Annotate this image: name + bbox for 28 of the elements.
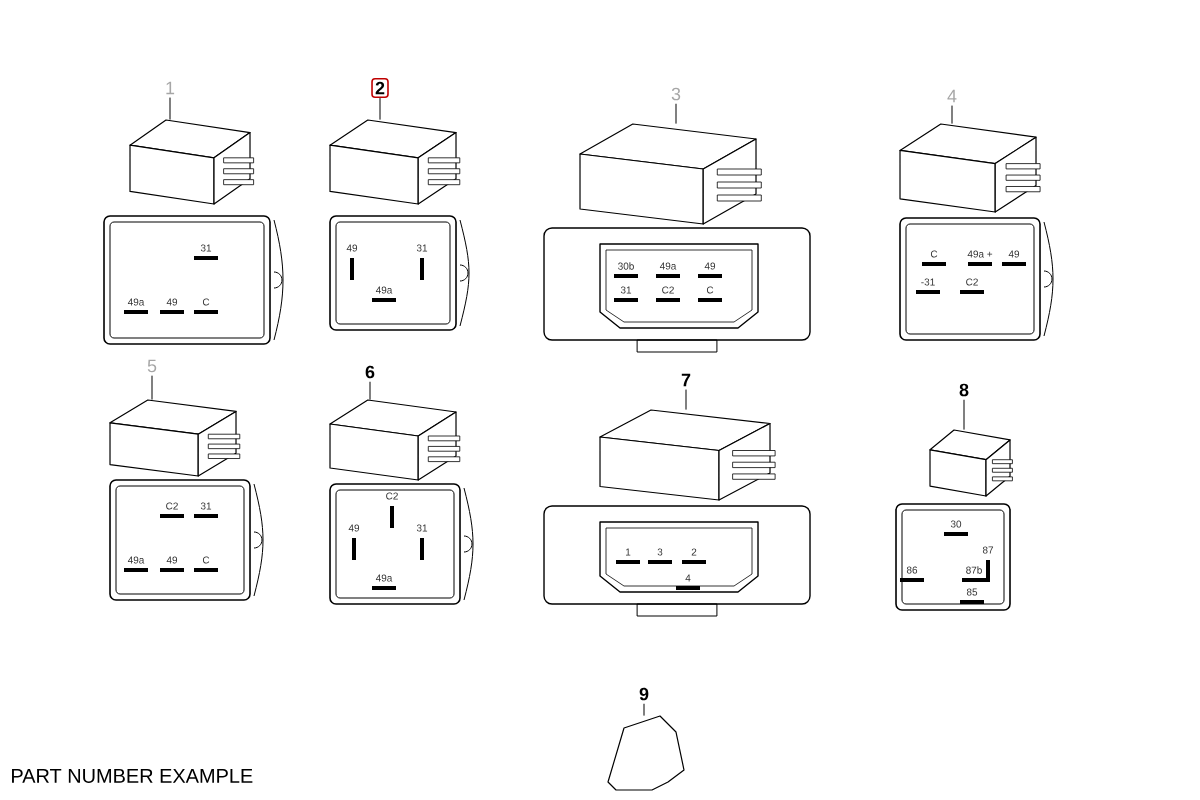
callout-number: 7 (681, 373, 691, 387)
relay-drawing (103, 119, 284, 345)
relay-drawing (329, 399, 474, 605)
leader-line (951, 105, 953, 125)
relay-drawing (543, 409, 811, 617)
callout-number: 2 (371, 77, 389, 99)
relay-drawing (109, 399, 264, 601)
callout-number: 5 (147, 359, 157, 373)
relay-drawing (895, 429, 1013, 611)
callout-number: 6 (365, 365, 375, 379)
leader-line (151, 375, 153, 401)
callout-number: 4 (947, 89, 957, 103)
callout-number: 1 (166, 81, 175, 95)
callout-number: 3 (671, 87, 681, 101)
leader-line (685, 389, 687, 411)
callout-number: 9 (639, 687, 649, 701)
leader-line (379, 97, 381, 121)
relay-drawing (329, 119, 470, 331)
leader-line (675, 103, 677, 125)
clip-drawing (607, 715, 685, 791)
leader-line (169, 97, 171, 121)
callout-number: 8 (959, 383, 969, 397)
relay-drawing (899, 123, 1054, 341)
caption-text: PART NUMBER EXAMPLE (12, 769, 253, 783)
leader-line (963, 399, 965, 431)
leader-line (643, 703, 645, 717)
leader-line (369, 381, 371, 401)
relay-drawing (543, 123, 811, 353)
